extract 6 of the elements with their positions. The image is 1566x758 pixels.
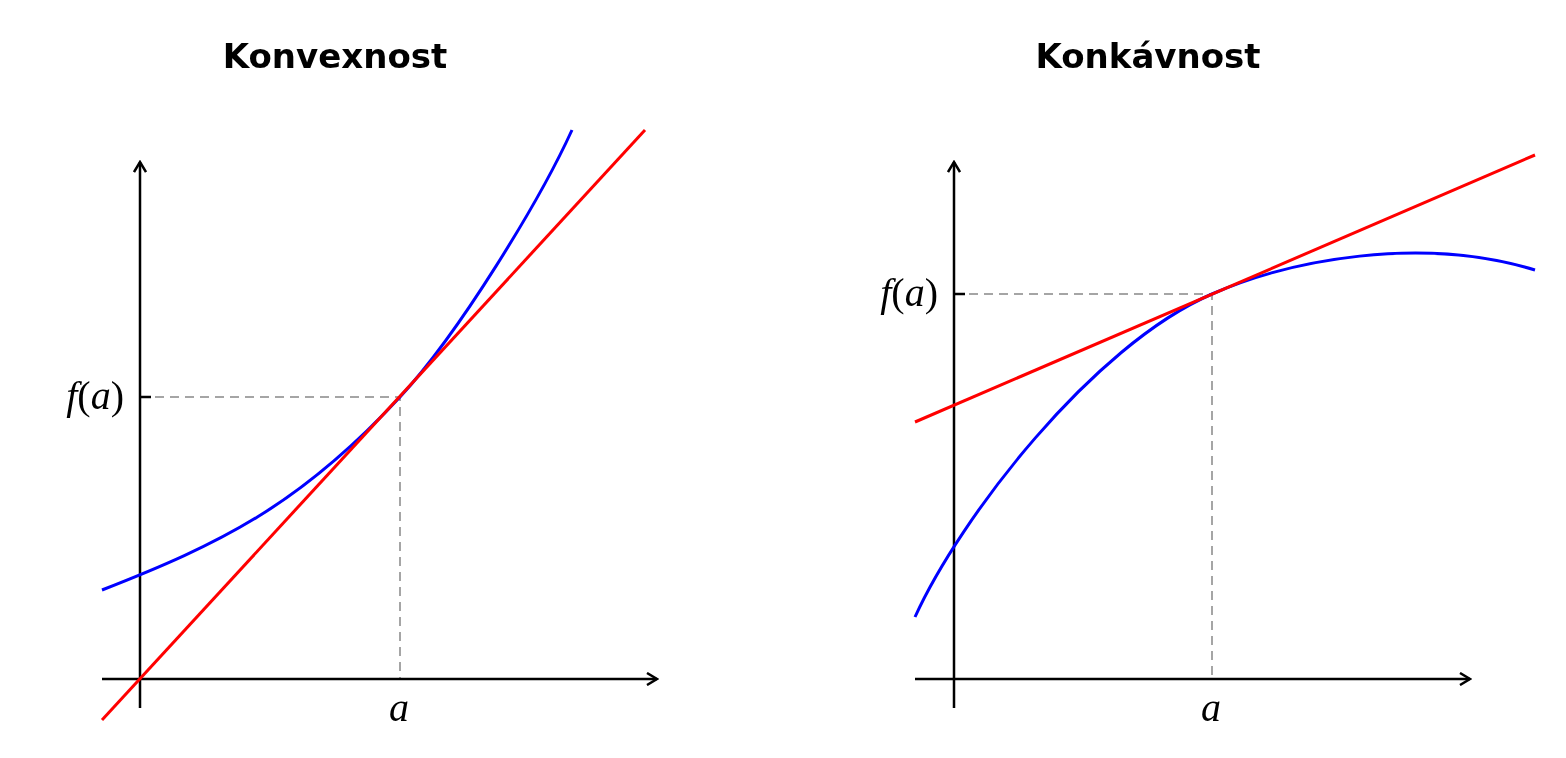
chart-title: Konvexnost	[222, 36, 448, 76]
tick-label: f(a)	[880, 269, 938, 316]
tick-label: a	[1201, 684, 1221, 731]
tick-label: f(a)	[66, 372, 124, 419]
tick-label: a	[389, 684, 409, 731]
chart-title: Konkávnost	[1035, 36, 1261, 76]
